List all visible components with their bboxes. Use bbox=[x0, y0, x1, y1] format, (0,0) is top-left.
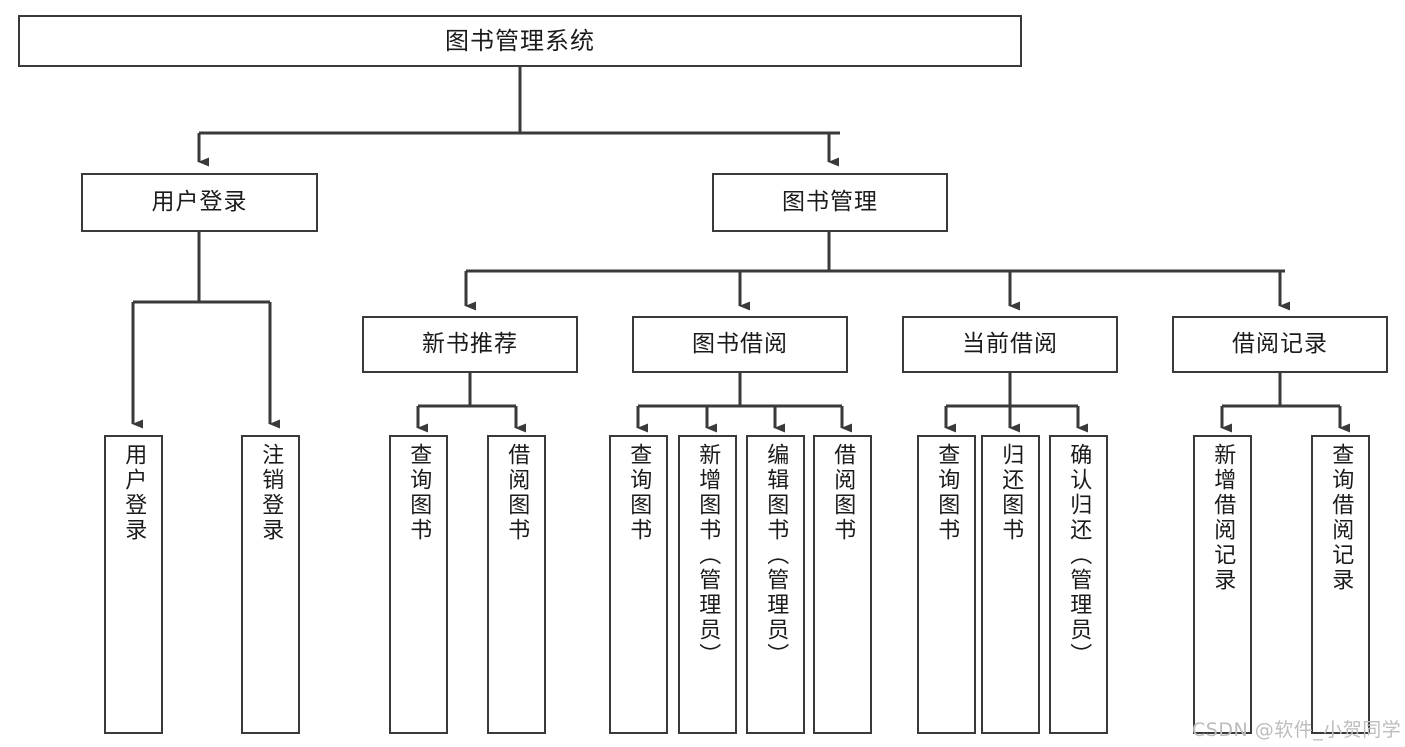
node-label: 注销登录 bbox=[258, 443, 284, 543]
leaf-book-borrow-query-book[interactable]: 查询图书 bbox=[609, 435, 668, 734]
node-label: 新增图书（管理员） bbox=[695, 443, 721, 668]
leaf-new-book-query-book[interactable]: 查询图书 bbox=[389, 435, 448, 734]
leaf-book-borrow-edit-book[interactable]: 编辑图书（管理员） bbox=[746, 435, 805, 734]
node-label: 用户登录 bbox=[121, 443, 147, 543]
node-label: 新书推荐 bbox=[422, 330, 518, 357]
node-root-system[interactable]: 图书管理系统 bbox=[18, 15, 1022, 67]
node-label: 图书借阅 bbox=[692, 330, 788, 357]
leaf-new-book-borrow-book[interactable]: 借阅图书 bbox=[487, 435, 546, 734]
node-label: 归还图书 bbox=[998, 443, 1024, 543]
node-label: 编辑图书（管理员） bbox=[763, 443, 789, 668]
leaf-user-login-login[interactable]: 用户登录 bbox=[104, 435, 163, 734]
node-label: 图书管理系统 bbox=[445, 26, 595, 55]
csdn-watermark: CSDN @软件_小贺同学 bbox=[1192, 719, 1402, 741]
node-label: 借阅记录 bbox=[1232, 330, 1328, 357]
leaf-borrow-record-add-record[interactable]: 新增借阅记录 bbox=[1193, 435, 1252, 734]
node-new-book-recommend[interactable]: 新书推荐 bbox=[362, 316, 578, 373]
leaf-book-borrow-borrow-book[interactable]: 借阅图书 bbox=[813, 435, 872, 734]
node-label: 查询图书 bbox=[934, 443, 960, 543]
leaf-current-borrow-query-book[interactable]: 查询图书 bbox=[917, 435, 976, 734]
node-label: 图书管理 bbox=[782, 188, 878, 215]
node-book-borrow[interactable]: 图书借阅 bbox=[632, 316, 848, 373]
node-label: 借阅图书 bbox=[830, 443, 856, 543]
node-label: 用户登录 bbox=[151, 188, 248, 215]
node-label: 查询图书 bbox=[626, 443, 652, 543]
leaf-borrow-record-query-record[interactable]: 查询借阅记录 bbox=[1311, 435, 1370, 734]
node-label: 新增借阅记录 bbox=[1210, 443, 1236, 593]
leaf-book-borrow-add-book[interactable]: 新增图书（管理员） bbox=[678, 435, 737, 734]
node-book-management[interactable]: 图书管理 bbox=[712, 173, 948, 232]
node-user-login[interactable]: 用户登录 bbox=[81, 173, 318, 232]
leaf-user-login-logout[interactable]: 注销登录 bbox=[241, 435, 300, 734]
node-current-borrow[interactable]: 当前借阅 bbox=[902, 316, 1118, 373]
leaf-current-borrow-confirm-return[interactable]: 确认归还（管理员） bbox=[1049, 435, 1108, 734]
node-label: 确认归还（管理员） bbox=[1066, 443, 1092, 668]
node-label: 查询图书 bbox=[406, 443, 432, 543]
node-borrow-record[interactable]: 借阅记录 bbox=[1172, 316, 1388, 373]
node-label: 查询借阅记录 bbox=[1328, 443, 1354, 593]
node-label: 当前借阅 bbox=[962, 330, 1058, 357]
leaf-current-borrow-return-book[interactable]: 归还图书 bbox=[981, 435, 1040, 734]
node-label: 借阅图书 bbox=[504, 443, 530, 543]
